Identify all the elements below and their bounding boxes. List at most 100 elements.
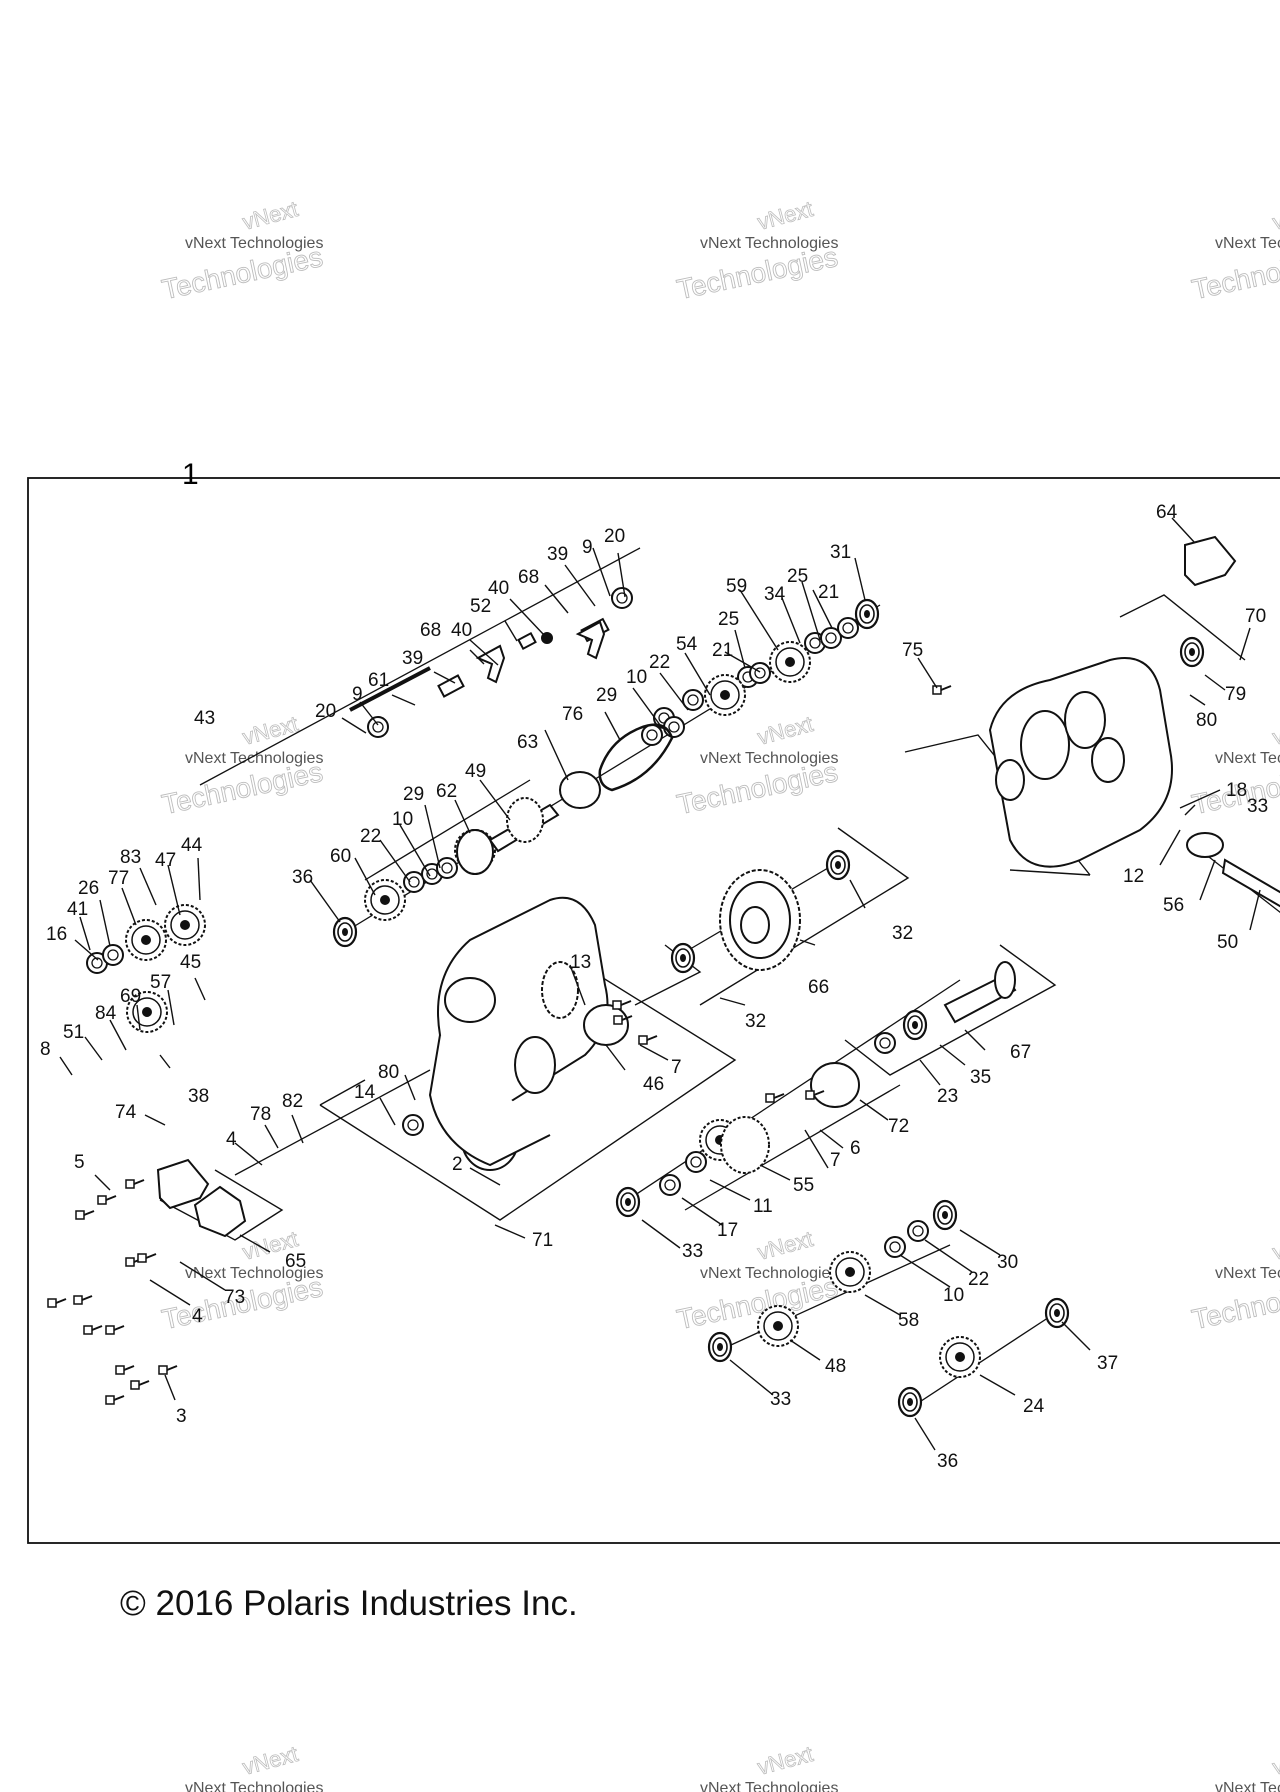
callout-33: 33 bbox=[1247, 796, 1268, 817]
callout-41: 41 bbox=[67, 899, 88, 920]
shaft-50 bbox=[1186, 832, 1280, 908]
callout-45: 45 bbox=[180, 952, 201, 973]
callout-70: 70 bbox=[1245, 606, 1266, 627]
callout-80: 80 bbox=[1196, 710, 1217, 731]
copyright-notice: © 2016 Polaris Industries Inc. bbox=[120, 1584, 578, 1623]
callout-83: 83 bbox=[120, 847, 141, 868]
callout-25: 25 bbox=[787, 566, 808, 587]
callout-17: 17 bbox=[717, 1220, 738, 1241]
gear-55 bbox=[720, 1116, 770, 1174]
callout-18: 18 bbox=[1226, 780, 1247, 801]
shaft-67 bbox=[943, 961, 1017, 1024]
callout-12: 12 bbox=[1123, 866, 1144, 887]
callout-5: 5 bbox=[74, 1152, 85, 1173]
callout-54: 54 bbox=[676, 634, 698, 655]
callout-20: 20 bbox=[604, 526, 625, 547]
callout-76: 76 bbox=[562, 704, 583, 725]
callout-46: 46 bbox=[643, 1074, 664, 1095]
callout-71: 71 bbox=[532, 1230, 553, 1251]
callout-numbers: 20 9 61 39 68 40 52 40 68 39 9 20 43 31 … bbox=[40, 502, 1268, 1472]
callout-84: 84 bbox=[95, 1003, 117, 1024]
callout-40: 40 bbox=[451, 620, 472, 641]
callout-68: 68 bbox=[420, 620, 441, 641]
callout-55: 55 bbox=[793, 1175, 814, 1196]
callout-43: 43 bbox=[194, 708, 215, 729]
callout-33: 33 bbox=[770, 1389, 791, 1410]
callout-52: 52 bbox=[470, 596, 491, 617]
callout-63: 63 bbox=[517, 732, 538, 753]
callout-61: 61 bbox=[368, 670, 389, 691]
callout-44: 44 bbox=[181, 835, 203, 856]
callout-38: 38 bbox=[188, 1086, 209, 1107]
callout-26: 26 bbox=[78, 878, 99, 899]
callout-21: 21 bbox=[818, 582, 839, 603]
callout-80: 80 bbox=[378, 1062, 399, 1083]
housing-65 bbox=[193, 1185, 247, 1238]
callout-31: 31 bbox=[830, 542, 851, 563]
callout-24: 24 bbox=[1023, 1396, 1045, 1417]
callout-4: 4 bbox=[192, 1306, 203, 1327]
bracket-74 bbox=[156, 1158, 210, 1210]
callout-23: 23 bbox=[937, 1086, 958, 1107]
callout-79: 79 bbox=[1225, 684, 1246, 705]
callout-59: 59 bbox=[726, 576, 747, 597]
callout-21: 21 bbox=[712, 640, 733, 661]
callout-11: 11 bbox=[753, 1196, 773, 1217]
callout-67: 67 bbox=[1010, 1042, 1031, 1063]
callout-78: 78 bbox=[250, 1104, 271, 1125]
leader-lines bbox=[59, 517, 1261, 1451]
callout-60: 60 bbox=[330, 846, 351, 867]
callout-25: 25 bbox=[718, 609, 739, 630]
callout-50: 50 bbox=[1217, 932, 1238, 953]
transmission-case-71 bbox=[428, 896, 609, 1171]
callout-8: 8 bbox=[40, 1039, 51, 1060]
callout-22: 22 bbox=[360, 826, 381, 847]
callout-49: 49 bbox=[465, 761, 486, 782]
callout-74: 74 bbox=[115, 1102, 137, 1123]
callout-48: 48 bbox=[825, 1356, 846, 1377]
gear-62 bbox=[456, 829, 494, 875]
gear-66 bbox=[719, 869, 801, 971]
callout-14: 14 bbox=[354, 1082, 376, 1103]
callout-35: 35 bbox=[970, 1067, 991, 1088]
callout-37: 37 bbox=[1097, 1353, 1118, 1374]
callout-47: 47 bbox=[155, 850, 176, 871]
callout-30: 30 bbox=[997, 1252, 1018, 1273]
callout-72: 72 bbox=[888, 1116, 909, 1137]
watermark bbox=[158, 195, 1280, 1792]
belt-76 bbox=[598, 723, 674, 792]
callout-9: 9 bbox=[582, 537, 593, 558]
callout-10: 10 bbox=[943, 1285, 964, 1306]
callout-29: 29 bbox=[403, 784, 424, 805]
callout-39: 39 bbox=[402, 648, 423, 669]
cover-72 bbox=[810, 1062, 860, 1108]
callout-10: 10 bbox=[392, 809, 413, 830]
callout-22: 22 bbox=[968, 1269, 989, 1290]
transmission-case-70 bbox=[988, 657, 1173, 868]
callout-65: 65 bbox=[285, 1251, 306, 1272]
callout-57: 57 bbox=[150, 972, 171, 993]
diagram-frame bbox=[27, 477, 1280, 1544]
callout-32: 32 bbox=[892, 923, 913, 944]
callout-64: 64 bbox=[1156, 502, 1178, 523]
cover-46 bbox=[583, 1004, 629, 1046]
shaft-49 bbox=[488, 797, 560, 853]
callout-2: 2 bbox=[452, 1154, 463, 1175]
callout-9: 9 bbox=[352, 684, 363, 705]
callout-77: 77 bbox=[108, 868, 129, 889]
plate-63 bbox=[559, 771, 601, 809]
callout-69: 69 bbox=[120, 986, 141, 1007]
callout-36: 36 bbox=[937, 1451, 958, 1472]
callout-16: 16 bbox=[46, 924, 67, 945]
callout-22: 22 bbox=[649, 652, 670, 673]
shift-rail-assembly bbox=[349, 590, 625, 712]
callout-36: 36 bbox=[292, 867, 313, 888]
callout-7: 7 bbox=[671, 1057, 682, 1078]
callout-39: 39 bbox=[547, 544, 568, 565]
callout-4: 4 bbox=[226, 1129, 237, 1150]
callout-20: 20 bbox=[315, 701, 336, 722]
callout-3: 3 bbox=[176, 1406, 187, 1427]
callout-7: 7 bbox=[830, 1150, 841, 1171]
callout-56: 56 bbox=[1163, 895, 1184, 916]
